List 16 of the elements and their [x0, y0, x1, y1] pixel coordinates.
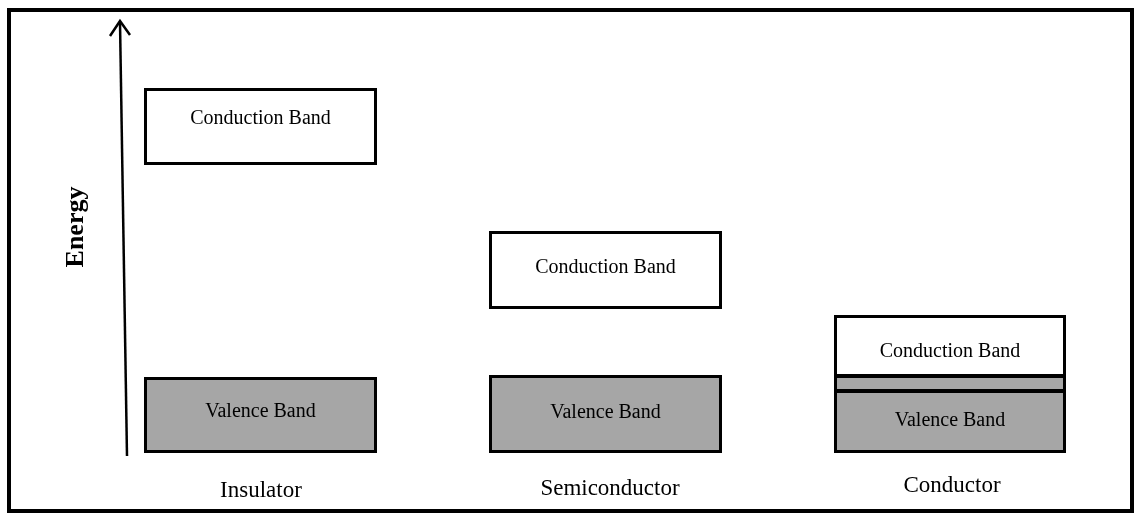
conduction-band-box — [834, 315, 1066, 377]
material-label: Conductor — [903, 471, 1001, 499]
band-label: Valence Band — [204, 398, 317, 422]
material-label: Insulator — [220, 476, 302, 504]
valence-band-box — [834, 390, 1066, 453]
band-label: Conduction Band — [534, 254, 677, 278]
valence-band-box — [144, 377, 377, 453]
conduction-band-box — [144, 88, 377, 165]
axis-label: Energy — [60, 186, 90, 268]
valence-band-box — [489, 375, 722, 453]
band-label: Conduction Band — [189, 105, 332, 129]
conduction-band-box — [489, 231, 722, 309]
band-label: Conduction Band — [878, 338, 1022, 362]
band-label: Valence Band — [893, 407, 1007, 431]
band-label: Valence Band — [549, 399, 662, 423]
material-label: Semiconductor — [540, 474, 680, 502]
